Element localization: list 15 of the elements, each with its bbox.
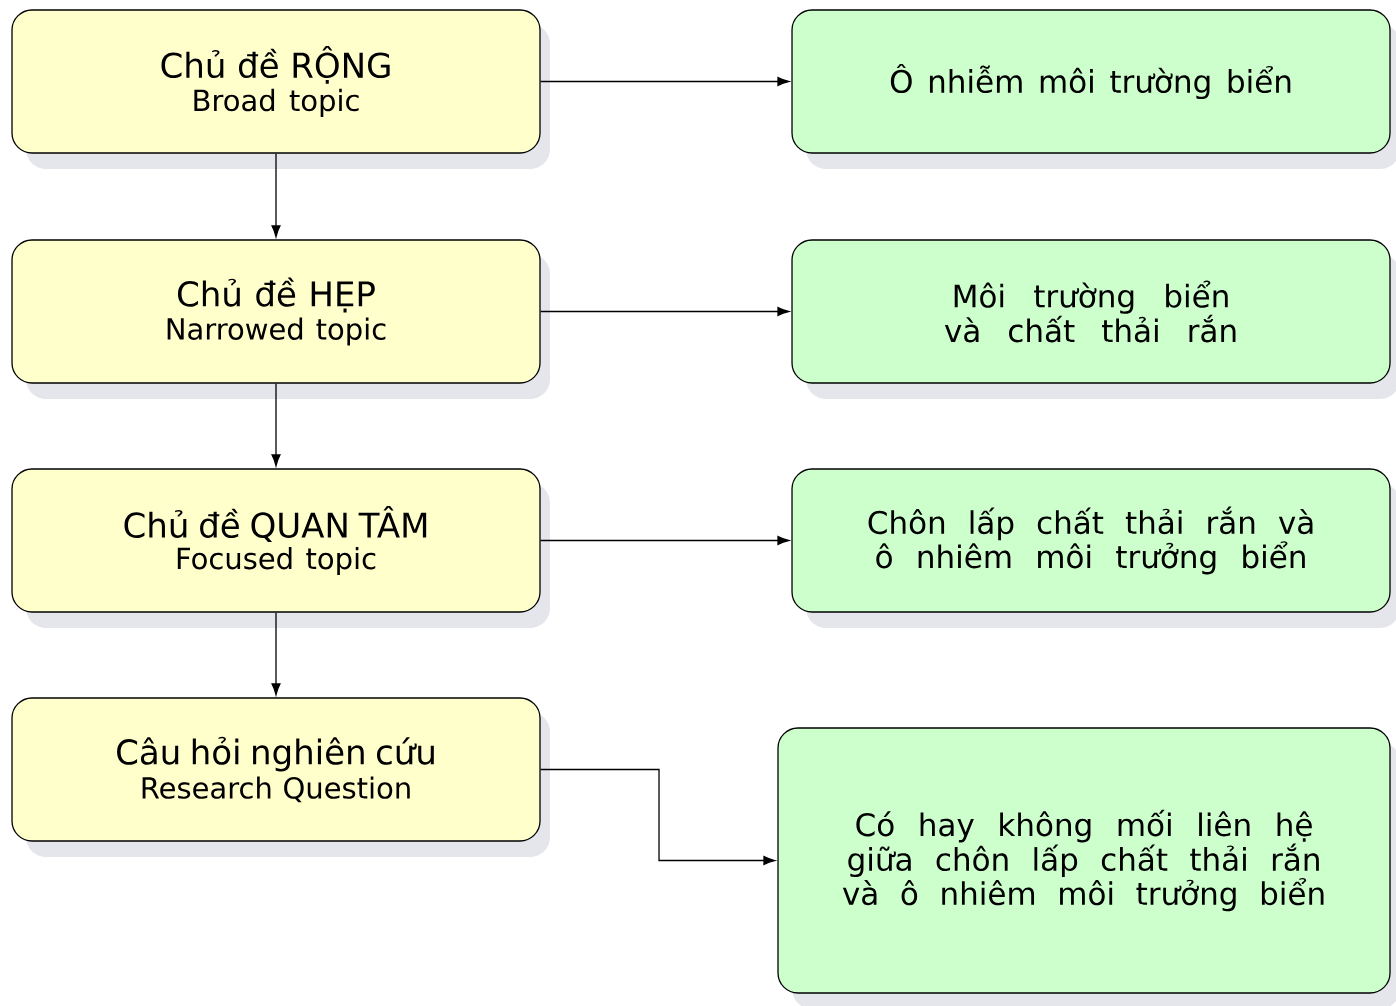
answer-box: Ô nhiễm môi trường biển	[791, 9, 1396, 169]
arrow	[540, 76, 790, 87]
arrow	[540, 306, 790, 317]
answer-box: Môi trường biển và chất thải rắn	[791, 239, 1396, 399]
arrow	[540, 535, 790, 546]
topic-box: Câu hỏi nghiên cứu Research Question	[11, 697, 550, 857]
topic-box: Chủ đề RỘNG Broad topic	[11, 9, 550, 169]
answer-box: Có hay không mối liên hệ giữa chôn lấp chất thải rắn và ô nhiêm môi trưởng biển	[777, 727, 1396, 1006]
topic-box: Chủ đề QUAN TÂM Focused topic	[11, 468, 550, 628]
arrow	[271, 153, 281, 238]
topic-box: Chủ đề HẸP Narrowed topic	[11, 239, 550, 399]
arrow	[271, 383, 281, 467]
answer-box: Chôn lấp chất thải rắn và ô nhiêm môi trưởng biển	[791, 468, 1396, 628]
arrow	[271, 612, 281, 696]
arrow	[540, 768, 776, 866]
